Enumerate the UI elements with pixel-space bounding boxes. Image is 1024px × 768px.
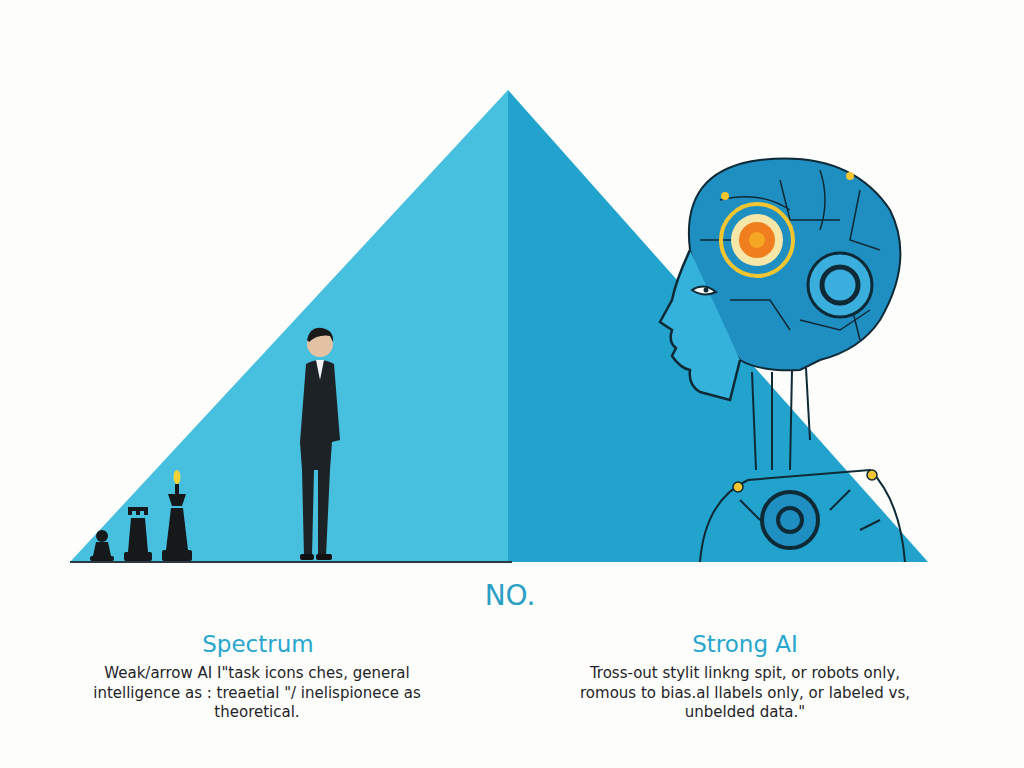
column-body: Tross-out stylit linkng spit, or robots … [575, 664, 915, 723]
chess-pieces [90, 484, 192, 561]
triangle-left [70, 90, 508, 562]
base-line [70, 561, 512, 563]
column-heading: Strong AI [615, 630, 875, 660]
center-label: NO. [410, 578, 610, 614]
candle-flame [174, 470, 181, 484]
column-body: Weak/arrow AI I"task icons ches, general… [87, 664, 427, 723]
column-heading: Spectrum [128, 630, 388, 660]
man-figure [300, 328, 340, 560]
robot-head [660, 159, 905, 562]
triangle-right [508, 90, 928, 562]
